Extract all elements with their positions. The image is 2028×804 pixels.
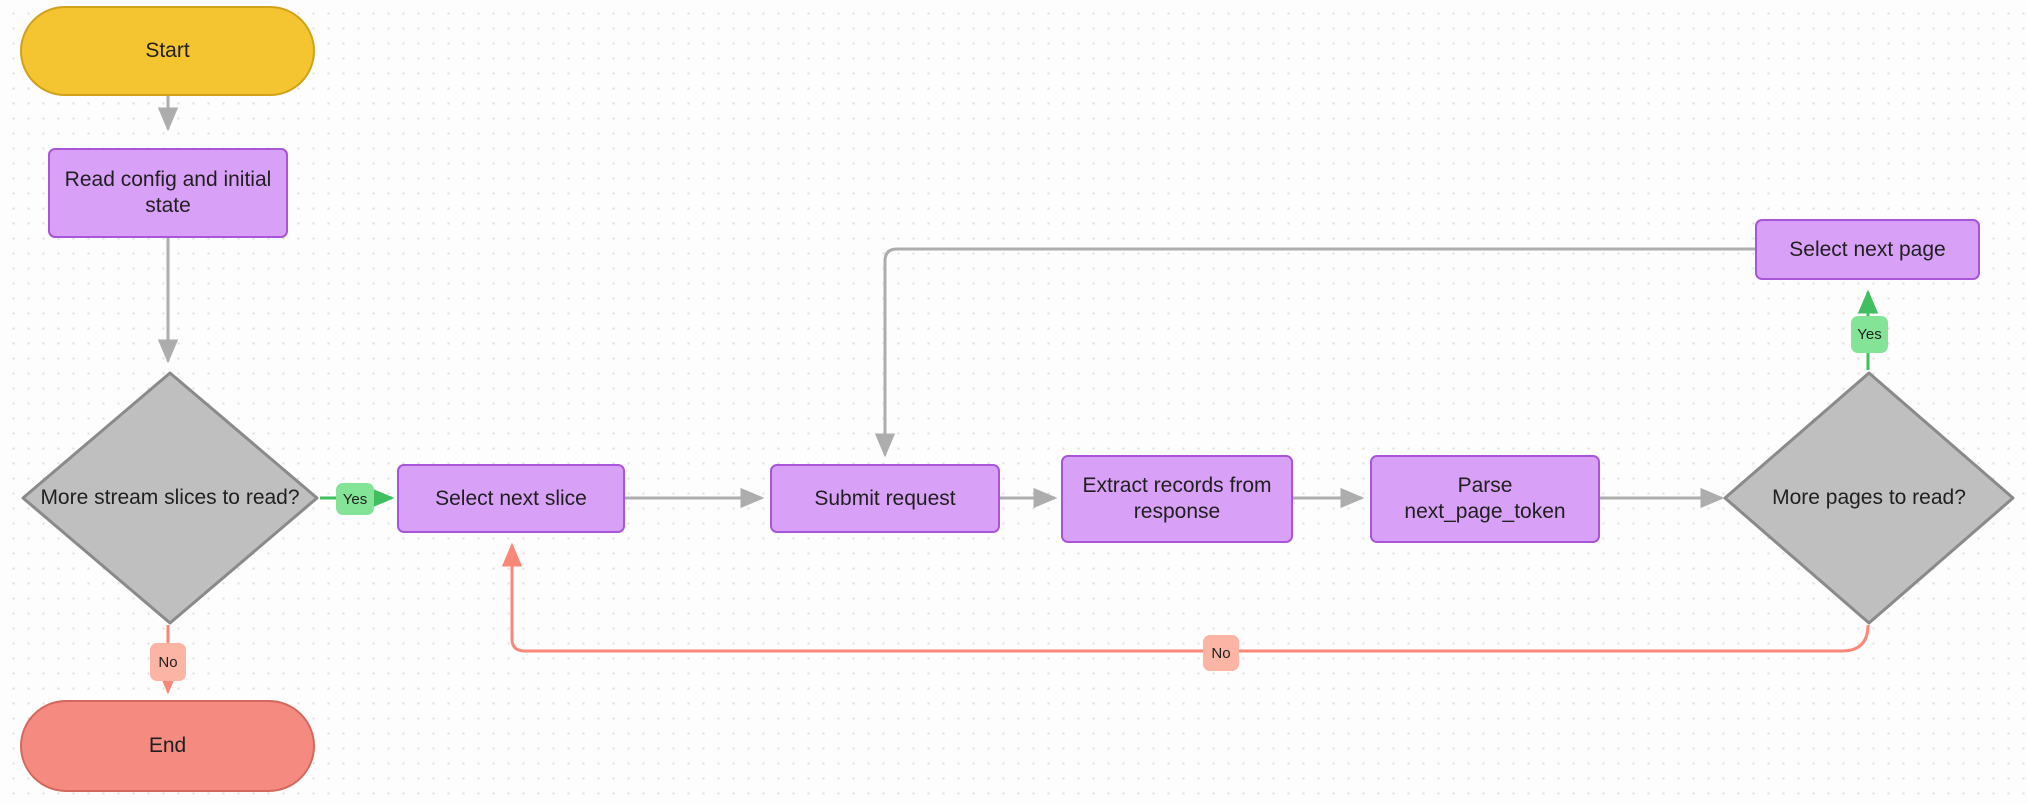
node-submit-request-label: Submit request bbox=[814, 486, 956, 510]
node-parse-next-page-token[interactable]: Parse next_page_token bbox=[1370, 455, 1600, 543]
node-end-label: End bbox=[148, 734, 187, 757]
edge-label-slices-no-text: No bbox=[158, 653, 178, 671]
edge-more-pages-no bbox=[501, 542, 1870, 653]
node-start-label: Start bbox=[145, 39, 190, 62]
node-extract-records-label: Extract records from response bbox=[1082, 474, 1272, 523]
node-submit-request[interactable]: Submit request bbox=[770, 464, 1000, 533]
node-parse-next-page-token-label: Parse next_page_token bbox=[1404, 474, 1566, 523]
node-select-next-slice[interactable]: Select next slice bbox=[397, 464, 625, 533]
node-read-config[interactable]: Read config and initial state bbox=[48, 148, 288, 238]
node-select-next-page-label: Select next page bbox=[1789, 237, 1946, 261]
diamond-shape-more-pages bbox=[1723, 371, 2015, 625]
edge-label-pages-no: No bbox=[1203, 635, 1239, 671]
node-select-next-slice-label: Select next slice bbox=[435, 486, 587, 510]
node-select-next-page[interactable]: Select next page bbox=[1755, 219, 1980, 280]
edge-label-slices-yes: Yes bbox=[336, 483, 374, 515]
node-read-config-label: Read config and initial state bbox=[64, 168, 272, 217]
node-extract-records[interactable]: Extract records from response bbox=[1061, 455, 1293, 543]
edge-label-pages-yes-text: Yes bbox=[1857, 326, 1882, 343]
edge-label-slices-yes-text: Yes bbox=[342, 490, 368, 508]
edge-label-pages-yes: Yes bbox=[1851, 316, 1888, 353]
node-end[interactable]: End bbox=[20, 700, 315, 792]
node-start[interactable]: Start bbox=[20, 6, 315, 96]
node-more-pages[interactable]: More pages to read? bbox=[1722, 370, 2016, 626]
edge-label-slices-no: No bbox=[150, 643, 186, 681]
edge-label-pages-no-text: No bbox=[1211, 644, 1231, 662]
diamond-shape-more-slices bbox=[21, 371, 319, 625]
node-more-slices[interactable]: More stream slices to read? bbox=[20, 370, 320, 626]
edge-next-page-to-submit bbox=[874, 247, 1755, 458]
